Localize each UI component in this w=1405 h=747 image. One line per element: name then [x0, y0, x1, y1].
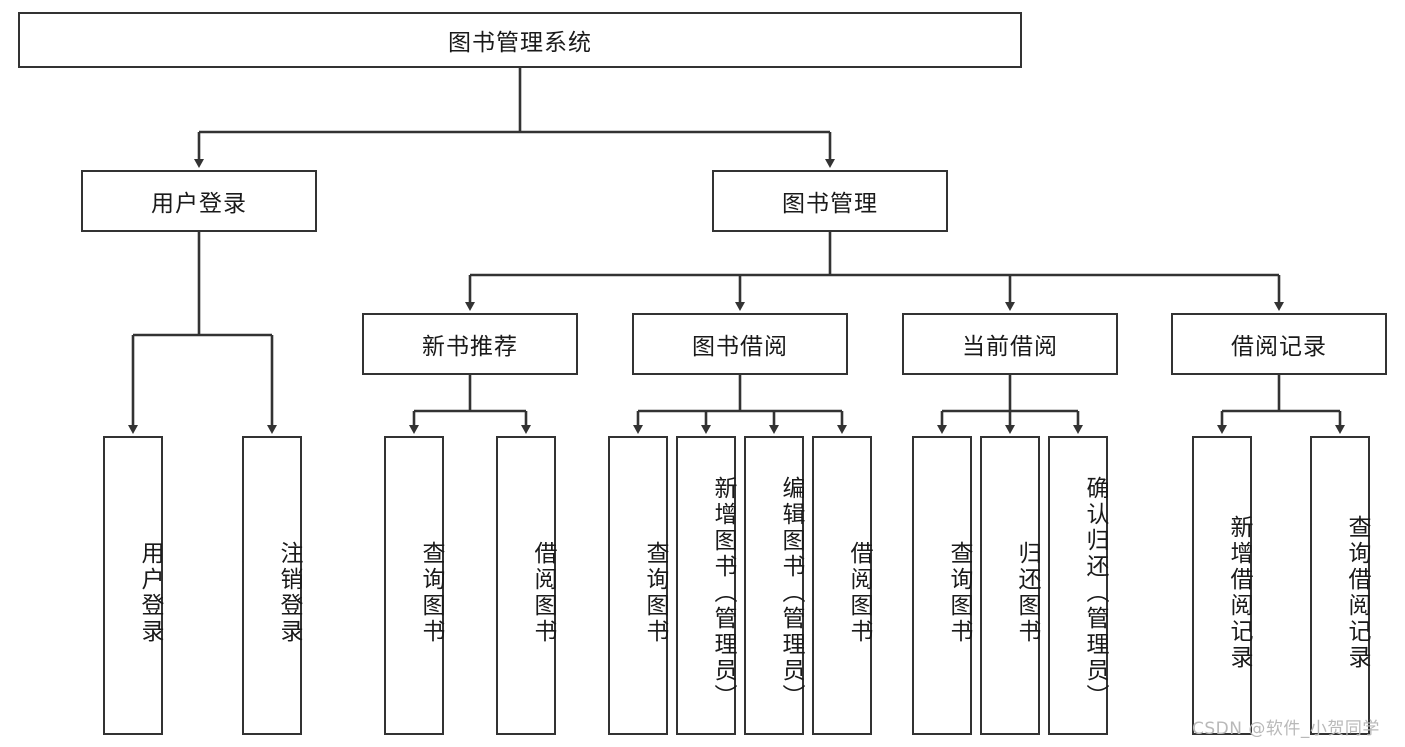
- leaf-recommend-borrow-book[interactable]: 借阅图书: [496, 436, 556, 735]
- leaf-records-add-record[interactable]: 新增借阅记录: [1192, 436, 1252, 735]
- node-label: 借阅图书: [846, 540, 872, 645]
- node-root-system[interactable]: 图书管理系统: [18, 12, 1022, 68]
- node-user-login[interactable]: 用户登录: [81, 170, 317, 232]
- node-label: 用户登录: [137, 540, 163, 645]
- node-label: 查询图书: [946, 540, 972, 645]
- node-label: 新增借阅记录: [1226, 514, 1252, 671]
- watermark-text: CSDN @软件_小贺同学: [1192, 719, 1380, 739]
- node-label: 当前借阅: [962, 334, 1058, 360]
- node-label: 图书管理系统: [448, 30, 592, 56]
- node-new-book-recommend[interactable]: 新书推荐: [362, 313, 578, 375]
- leaf-borrow-edit-book-admin[interactable]: 编辑图书（管理员）: [744, 436, 804, 735]
- leaf-user-login-logout[interactable]: 注销登录: [242, 436, 302, 735]
- node-label: 查询图书: [418, 540, 444, 645]
- leaf-records-query-record[interactable]: 查询借阅记录: [1310, 436, 1370, 735]
- node-borrow-records[interactable]: 借阅记录: [1171, 313, 1387, 375]
- node-label: 借阅记录: [1231, 334, 1327, 360]
- leaf-recommend-query-book[interactable]: 查询图书: [384, 436, 444, 735]
- node-book-borrow[interactable]: 图书借阅: [632, 313, 848, 375]
- leaf-borrow-query-book[interactable]: 查询图书: [608, 436, 668, 735]
- node-label: 注销登录: [276, 540, 302, 645]
- leaf-user-login-login[interactable]: 用户登录: [103, 436, 163, 735]
- leaf-borrow-borrow-book[interactable]: 借阅图书: [812, 436, 872, 735]
- leaf-current-confirm-return-admin[interactable]: 确认归还（管理员）: [1048, 436, 1108, 735]
- node-book-management[interactable]: 图书管理: [712, 170, 948, 232]
- node-label: 新增图书（管理员）: [710, 475, 736, 710]
- node-label: 用户登录: [151, 191, 247, 217]
- leaf-current-return-book[interactable]: 归还图书: [980, 436, 1040, 735]
- node-label: 图书借阅: [692, 334, 788, 360]
- node-label: 归还图书: [1014, 540, 1040, 645]
- node-label: 借阅图书: [530, 540, 556, 645]
- node-label: 编辑图书（管理员）: [778, 475, 804, 710]
- node-label: 查询借阅记录: [1344, 514, 1370, 671]
- leaf-current-query-book[interactable]: 查询图书: [912, 436, 972, 735]
- node-label: 新书推荐: [422, 334, 518, 360]
- node-label: 确认归还（管理员）: [1082, 475, 1108, 710]
- leaf-borrow-add-book-admin[interactable]: 新增图书（管理员）: [676, 436, 736, 735]
- node-label: 查询图书: [642, 540, 668, 645]
- node-label: 图书管理: [782, 191, 878, 217]
- node-current-borrow[interactable]: 当前借阅: [902, 313, 1118, 375]
